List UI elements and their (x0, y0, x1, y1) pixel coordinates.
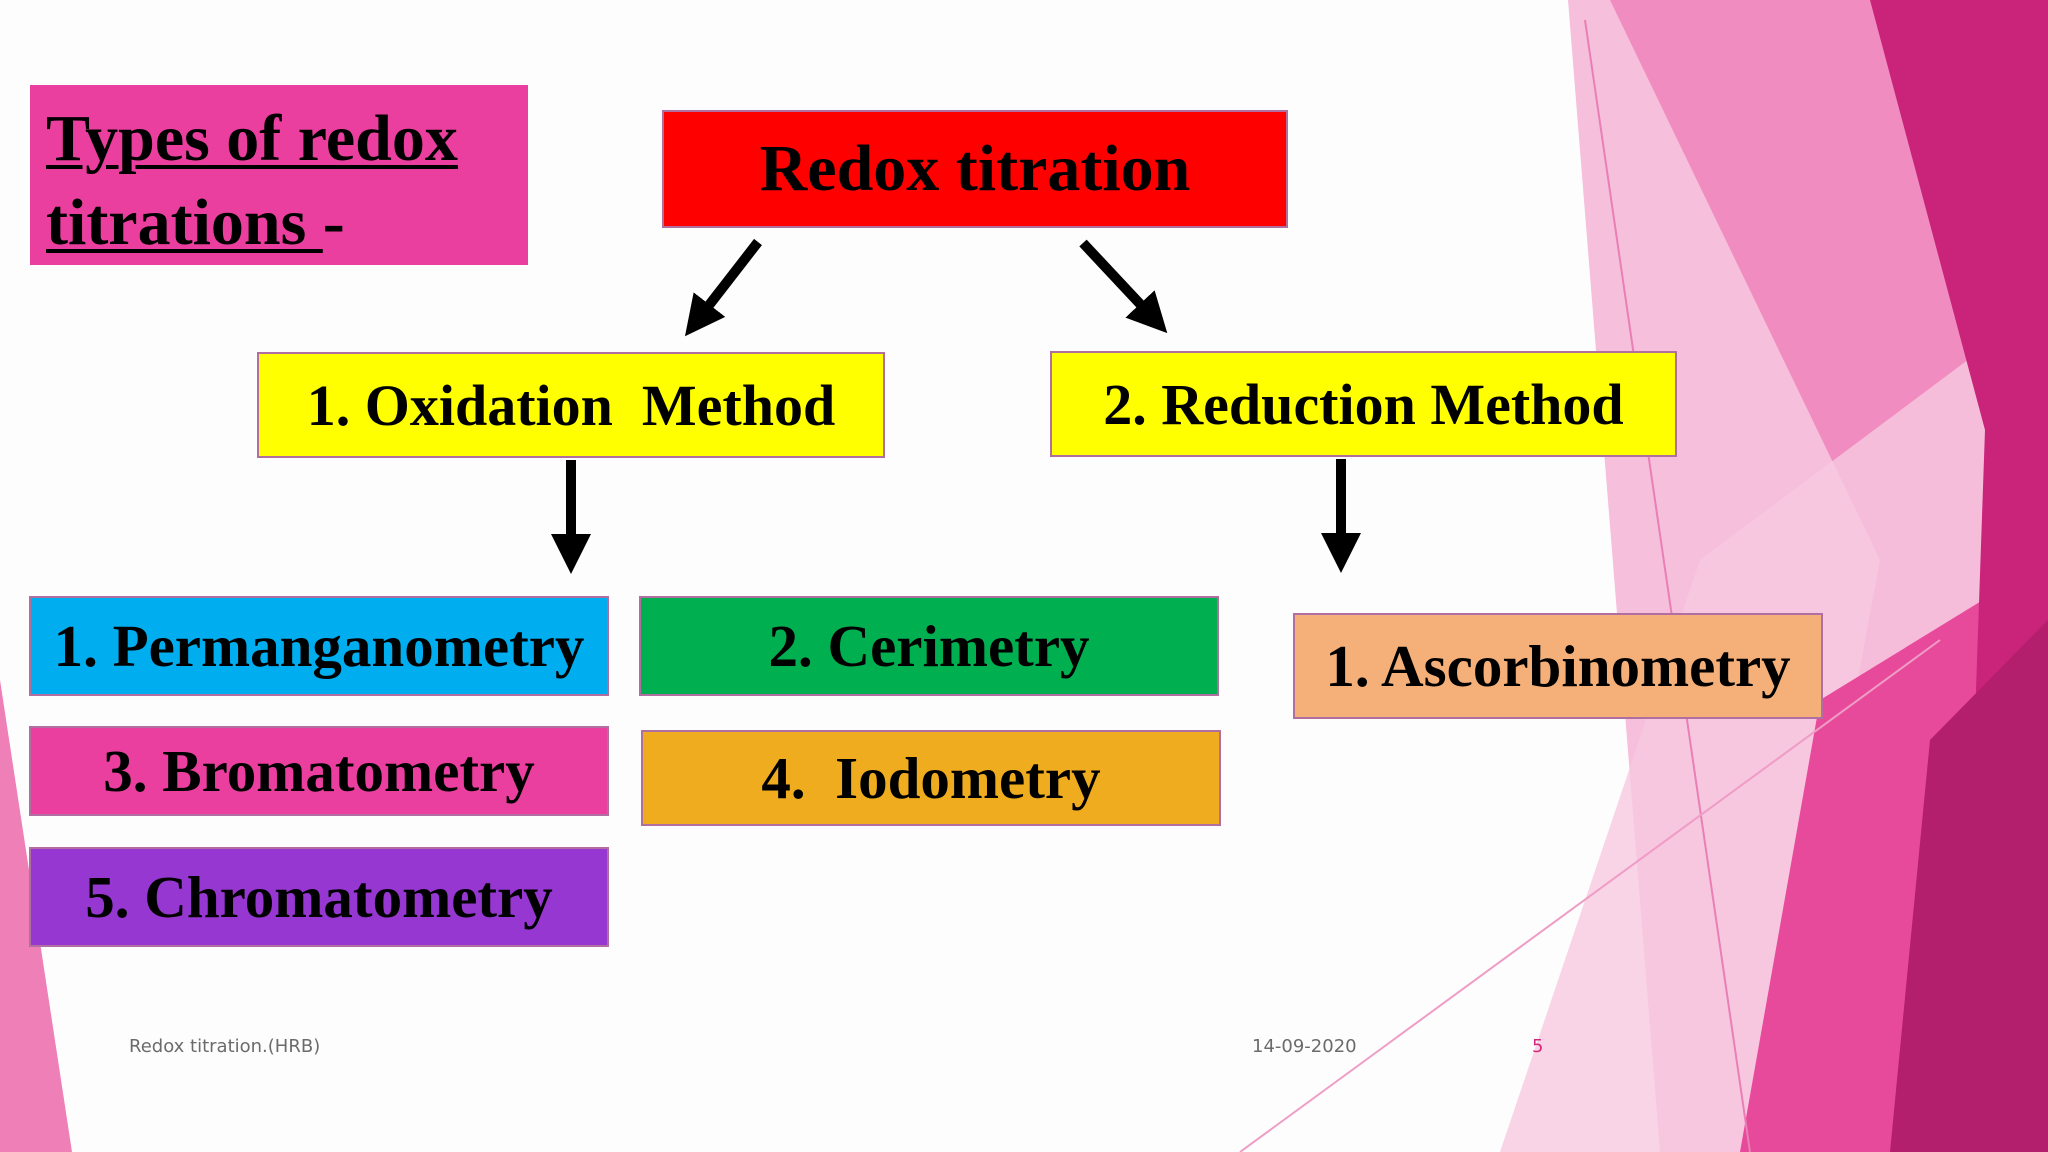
method-node-reduction: 2. Reduction Method (1050, 351, 1677, 457)
leaf-node-iodometry: 4. Iodometry (641, 730, 1221, 826)
heading-dash: - (322, 186, 345, 259)
root-node-redox-titration: Redox titration (662, 110, 1288, 228)
slide-number: 5 (1532, 1036, 1544, 1057)
leaf-node-permanganometry: 1. Permanganometry (29, 596, 609, 696)
method-node-oxidation: 1. Oxidation Method (257, 352, 885, 458)
footer-date: 14-09-2020 (1252, 1036, 1357, 1057)
leaf-node-cerimetry: 2. Cerimetry (639, 596, 1219, 696)
leaf-node-bromatometry: 3. Bromatometry (29, 726, 609, 816)
leaf-node-ascorbinometry: 1. Ascorbinometry (1293, 613, 1823, 719)
facet-line-2 (1239, 639, 1941, 1152)
footer-text: Redox titration.(HRB) (129, 1036, 321, 1057)
arrow-root-to-reduction (1079, 239, 1168, 334)
arrow-root-to-oxidation (684, 238, 762, 337)
facet-line-1 (1584, 19, 1751, 1152)
heading-line-2: titrations (46, 186, 323, 259)
leaf-node-chromatometry: 5. Chromatometry (29, 847, 609, 947)
heading-line-1: Types of redox (46, 102, 458, 175)
slide-heading: Types of redox titrations - (30, 85, 528, 265)
right-facet-dark (1890, 620, 2048, 1152)
